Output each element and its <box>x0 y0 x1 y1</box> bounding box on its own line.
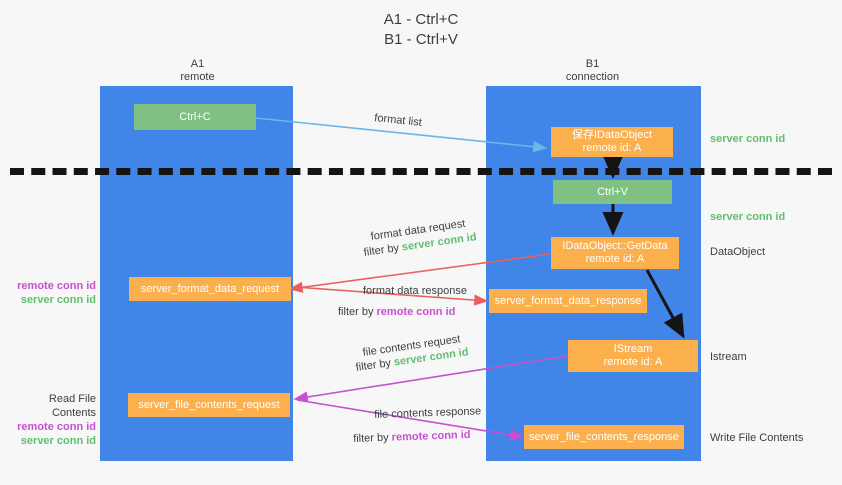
box-istream: IStream remote id: A <box>568 340 698 372</box>
box-getdata-line2: remote id: A <box>585 253 645 265</box>
arrow-label-file-contents-response-filter: filter by remote conn id <box>353 429 471 445</box>
right-label-server-conn-id-top: server conn id <box>710 132 785 146</box>
box-ctrl-v: Ctrl+V <box>553 180 672 204</box>
filter-value-remote-conn-id: remote conn id <box>391 428 471 444</box>
right-label-server-conn-id-mid-text: server conn id <box>710 211 786 223</box>
filter-prefix: filter by <box>353 431 392 445</box>
left-label-server-conn-id-upper: server conn id <box>20 294 96 306</box>
right-label-write-file-contents: Write File Contents <box>710 431 803 445</box>
arrow-label-file-contents-response: file contents response <box>374 405 481 421</box>
left-label-remote-conn-id-lower: remote conn id <box>17 421 96 433</box>
box-istream-line1: IStream <box>613 343 653 355</box>
arrow-label-format-list-text: format list <box>373 112 423 129</box>
boundary-divider <box>10 168 832 175</box>
arrow-label-format-data-response-filter: filter by remote conn id <box>338 306 455 318</box>
right-label-istream: Istream <box>710 350 747 364</box>
column-header-b1-name: B1 <box>585 58 600 70</box>
filter-prefix: filter by <box>338 306 377 318</box>
left-label-conn-ids-upper: remote conn id server conn id <box>8 279 96 307</box>
arrow-label-file-contents-response-text: file contents response <box>374 405 482 421</box>
right-label-istream-text: Istream <box>710 351 747 363</box>
box-ctrl-v-label: Ctrl+V <box>597 185 628 198</box>
arrow-label-format-data-response: format data response <box>363 285 467 297</box>
box-idataobject-line1: 保存IDataObject <box>571 129 653 141</box>
left-label-server-conn-id-lower: server conn id <box>20 435 96 447</box>
box-server-file-contents-response: server_file_contents_response <box>524 425 684 449</box>
page-title: A1 - Ctrl+C B1 - Ctrl+V <box>383 11 459 48</box>
right-label-dataobject-text: DataObject <box>710 246 766 258</box>
box-server-format-data-request: server_format_data_request <box>129 277 291 301</box>
right-label-server-conn-id-mid: server conn id <box>710 210 785 224</box>
column-header-a1: A1 remote <box>140 58 255 84</box>
right-label-server-conn-id-top-text: server conn id <box>710 133 786 145</box>
box-ctrl-c-label: Ctrl+C <box>179 110 211 123</box>
arrow-label-format-data-response-text: format data response <box>363 285 467 297</box>
column-header-b1: B1 connection <box>535 58 650 84</box>
arrow-label-format-list: format list <box>374 112 423 129</box>
box-idataobject: 保存IDataObject remote id: A <box>551 127 673 157</box>
left-label-read-file-contents: Read File Contents remote conn id server… <box>4 392 96 448</box>
filter-value-remote-conn-id: remote conn id <box>376 306 456 318</box>
box-server-file-contents-request-label: server_file_contents_request <box>138 398 280 411</box>
box-server-format-data-response-label: server_format_data_response <box>494 294 642 307</box>
filter-prefix: filter by <box>363 241 403 259</box>
left-label-read-file-contents-text: Read File Contents <box>48 393 96 419</box>
box-server-file-contents-request: server_file_contents_request <box>128 393 290 417</box>
box-server-format-data-request-label: server_format_data_request <box>140 282 280 295</box>
box-ctrl-c: Ctrl+C <box>134 104 256 130</box>
column-header-a1-name: A1 <box>190 58 205 70</box>
filter-prefix: filter by <box>355 356 395 374</box>
right-label-dataobject: DataObject <box>710 245 765 259</box>
right-label-write-file-contents-text: Write File Contents <box>710 432 804 444</box>
left-label-remote-conn-id-upper: remote conn id <box>17 280 96 292</box>
box-getdata-line1: IDataObject::GetData <box>562 240 668 252</box>
box-idataobject-getdata: IDataObject::GetData remote id: A <box>551 237 679 269</box>
column-header-b1-sub: connection <box>565 71 620 83</box>
box-idataobject-line2: remote id: A <box>582 142 642 154</box>
column-header-a1-sub: remote <box>180 71 215 83</box>
box-server-format-data-response: server_format_data_response <box>489 289 647 313</box>
box-server-file-contents-response-label: server_file_contents_response <box>529 430 679 443</box>
box-istream-line2: remote id: A <box>603 356 663 368</box>
